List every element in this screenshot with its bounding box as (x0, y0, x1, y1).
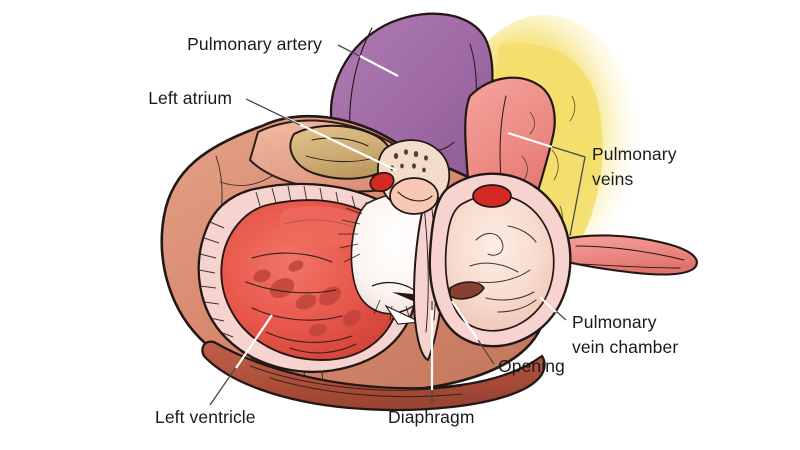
label-texts: Pulmonary artery Left atrium Pulmonary v… (148, 34, 678, 427)
leader-pulmonary-artery-white (359, 55, 399, 77)
label-pulmonary-artery: Pulmonary artery (187, 34, 322, 54)
label-left-ventricle: Left ventricle (155, 407, 256, 427)
pulmonary-vein-chamber-region (428, 172, 572, 348)
leader-left-ventricle-white (235, 314, 273, 369)
leader-pvc-white (539, 296, 557, 313)
label-pulmonary-veins-line2: veins (592, 169, 634, 189)
label-pulmonary-veins-line1: Pulmonary (592, 144, 677, 164)
leader-opening-white (451, 300, 479, 341)
label-pulmonary-vein-chamber-line2: vein chamber (572, 337, 678, 357)
label-opening: Opening (498, 356, 565, 376)
label-left-atrium: Left atrium (148, 88, 232, 108)
atrial-roof-detail (369, 139, 451, 215)
diaphragm-band (201, 340, 546, 412)
label-pulmonary-vein-chamber-line1: Pulmonary (572, 312, 657, 332)
label-diaphragm: Diaphragm (388, 407, 475, 427)
chamber-opening (449, 281, 485, 300)
leader-pulmonary-veins-white (507, 131, 553, 149)
leader-lines (209, 44, 586, 406)
leader-left-atrium (245, 98, 301, 126)
